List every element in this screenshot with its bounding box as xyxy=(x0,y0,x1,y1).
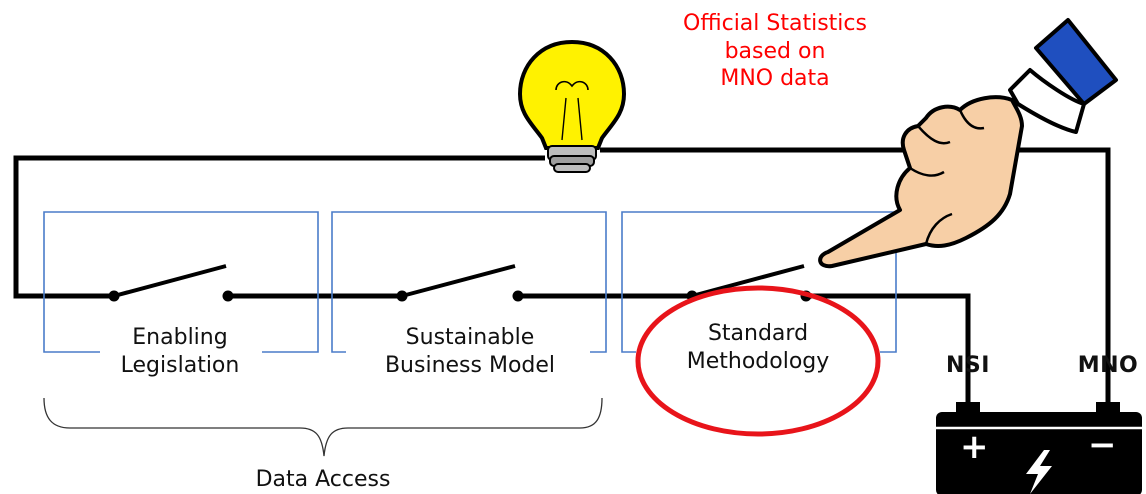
switch-label-enabling-legislation: Enabling Legislation xyxy=(80,324,280,379)
switch-box-1 xyxy=(43,211,319,353)
terminal-leads xyxy=(965,320,1111,345)
battery-icon xyxy=(936,402,1142,494)
highlight-circle xyxy=(635,285,881,437)
terminal-label-nsi: NSI xyxy=(946,353,990,378)
diagram-title: Official Statistics based on MNO data xyxy=(620,10,930,93)
data-access-brace xyxy=(43,397,603,457)
switch-boxes xyxy=(43,211,897,353)
switch-box-2 xyxy=(331,211,607,353)
battery-plus-sign: + xyxy=(960,427,989,467)
terminal-label-mno: MNO xyxy=(1077,353,1139,378)
title-line-3: MNO data xyxy=(720,66,830,91)
switch-label-standard-methodology: Standard Methodology xyxy=(650,320,866,375)
switch-label-1-line-1: Enabling xyxy=(132,325,228,350)
switch-label-3-line-2: Methodology xyxy=(686,348,830,374)
title-line-1: Official Statistics xyxy=(683,11,867,36)
data-access-label: Data Access xyxy=(255,467,391,492)
switch-label-1-line-2: Legislation xyxy=(120,352,240,378)
pointing-hand-icon xyxy=(818,18,1118,269)
switch-label-2-line-2: Business Model xyxy=(384,352,556,378)
switch-box-3 xyxy=(621,211,897,353)
switch-1[interactable] xyxy=(108,264,234,302)
switch-label-sustainable-business-model: Sustainable Business Model xyxy=(342,324,598,379)
battery-minus-sign: − xyxy=(1088,425,1117,465)
light-bulb-icon xyxy=(517,39,627,173)
switch-label-2-line-1: Sustainable xyxy=(405,325,535,350)
switch-label-3-line-1: Standard xyxy=(707,321,809,346)
title-line-2: based on xyxy=(724,38,826,64)
lightning-icon xyxy=(1026,450,1052,494)
switch-2[interactable] xyxy=(396,264,524,302)
